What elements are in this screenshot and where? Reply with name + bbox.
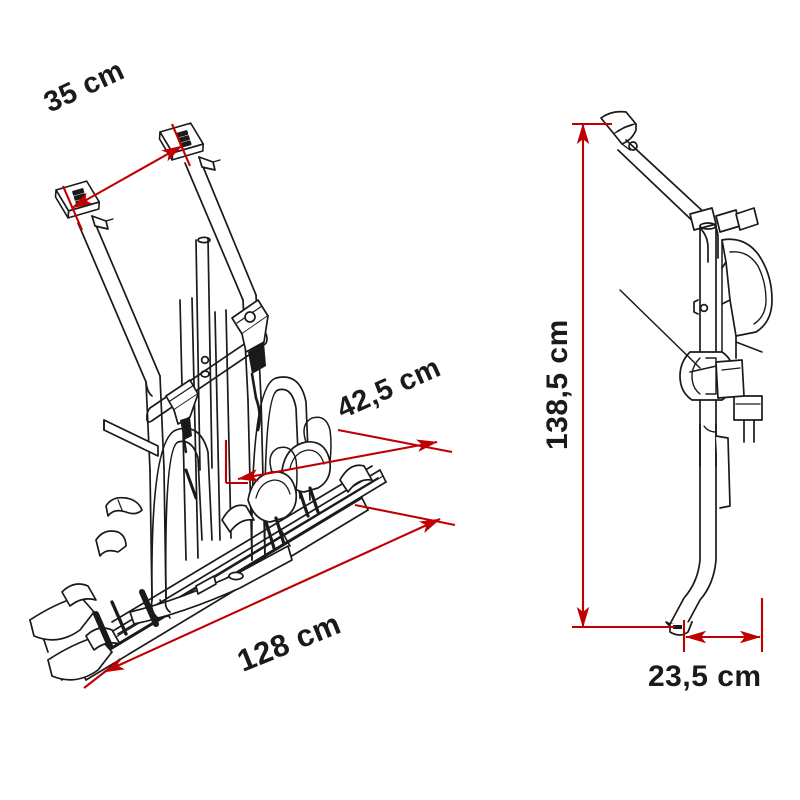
dimension-128cm (83, 503, 456, 689)
rear-isometric-view (29, 120, 387, 681)
dimension-23-5cm (682, 598, 764, 652)
frame-hook-lower (95, 530, 127, 557)
dimension-label-23-5cm: 23,5 cm (648, 660, 762, 693)
frame-hook-upper (105, 496, 143, 517)
center-pole (195, 236, 213, 471)
dimension-line-425 (237, 439, 438, 482)
side-foot (665, 621, 693, 636)
wheel-stop-left (61, 583, 97, 607)
extension-line-425-right (337, 428, 453, 454)
dimension-label-138-5cm: 138,5 cm (541, 319, 574, 450)
mount-pad-left (53, 178, 102, 221)
extension-line-35-right (171, 123, 191, 167)
side-rail-bracket (733, 395, 763, 443)
extension-line-128-top (354, 503, 456, 527)
rail-strap-mid (184, 468, 198, 500)
side-upper-arm (617, 139, 719, 263)
wheel-support-arm-b (221, 504, 255, 533)
side-vertical-post (693, 222, 717, 467)
side-lower-leg (669, 423, 731, 627)
clamp-right-upper (231, 299, 269, 432)
side-arm-clamp (689, 207, 759, 233)
arm-clamp-right (198, 156, 221, 171)
side-profile-view (600, 110, 773, 636)
support-bracket (103, 419, 159, 457)
dimension-138-5cm (572, 122, 675, 629)
dimension-line-128 (103, 518, 441, 673)
dimension-42-5cm (224, 428, 453, 485)
side-wheel-holder (721, 238, 773, 359)
arm-clamp-left (91, 215, 114, 230)
dimension-35cm (62, 123, 191, 231)
frame-loop-left (151, 427, 213, 601)
upper-arm-left (77, 215, 165, 471)
rail-base-plate (129, 545, 293, 625)
side-mount-pad (600, 110, 638, 151)
side-upper-bracket (715, 359, 745, 399)
dimension-line-35 (71, 145, 183, 209)
bike-rail-upper (97, 469, 387, 653)
